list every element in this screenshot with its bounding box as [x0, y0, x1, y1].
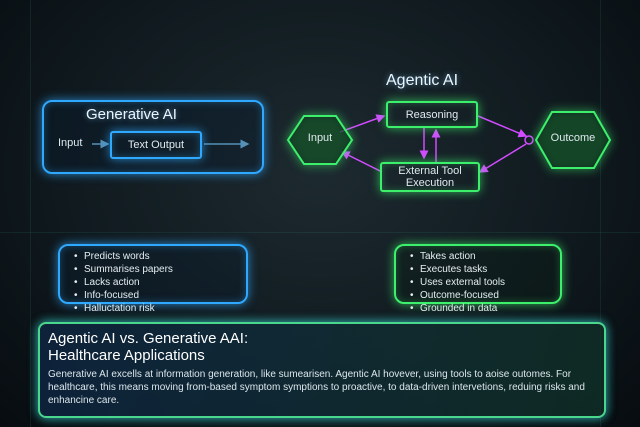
agentic-ai-title: Agentic AI: [386, 72, 459, 89]
background-line: [0, 232, 640, 233]
list-item: Predicts words: [74, 250, 238, 263]
generative-bullet-panel: Predicts words Summarises papers Lacks a…: [58, 244, 248, 315]
summary-heading-line1: Agentic AI vs. Generative AAI:: [48, 330, 249, 347]
agentic-outcome-label: Outcome: [550, 132, 596, 144]
agentic-outcome-hexagon: [534, 111, 612, 169]
summary-panel: Agentic AI vs. Generative AAI: Healthcar…: [38, 322, 606, 418]
agentic-bullet-panel: Takes action Executes tasks Uses externa…: [394, 244, 562, 315]
summary-heading: Agentic AI vs. Generative AAI: Healthcar…: [48, 330, 596, 364]
agentic-reasoning-box: Reasoning: [386, 101, 478, 128]
outcome-connector-dot: [524, 135, 534, 145]
gen-text-output-box: Text Output: [110, 131, 202, 159]
agentic-arrow-input-reasoning: [339, 114, 386, 133]
agentic-tool-box: External Tool Execution: [380, 162, 480, 192]
list-item: Executes tasks: [410, 263, 552, 276]
agentic-input-hexagon: [286, 115, 354, 165]
background-line: [30, 0, 31, 427]
list-item: Info-focused: [74, 289, 238, 302]
summary-heading-line2: Healthcare Applications: [48, 347, 205, 364]
list-item: Uses external tools: [410, 276, 552, 289]
generative-bullet-list: Predicts words Summarises papers Lacks a…: [68, 250, 238, 315]
gen-input-label: Input: [58, 137, 83, 149]
list-item: Summarises papers: [74, 263, 238, 276]
agentic-bullet-list: Takes action Executes tasks Uses externa…: [404, 250, 552, 315]
agentic-tool-label-2: Execution: [405, 177, 455, 189]
list-item: Grounded in data: [410, 302, 552, 315]
list-item: Halluctation risk: [74, 302, 238, 315]
generative-ai-panel: [42, 100, 264, 174]
agentic-input-label: Input: [307, 132, 333, 144]
agentic-tool-label-1: External Tool: [398, 165, 462, 177]
generative-ai-title: Generative AI: [86, 106, 177, 123]
list-item: Lacks action: [74, 276, 238, 289]
agentic-arrow-reasoning-outcome: [477, 115, 528, 138]
agentic-arrow-tool-input: [340, 151, 383, 173]
summary-body: Generative AI excells at information gen…: [48, 369, 585, 406]
list-item: Outcome-focused: [410, 289, 552, 302]
agentic-arrow-outcome-tool: [478, 143, 527, 173]
background-line: [600, 0, 601, 427]
list-item: Takes action: [410, 250, 552, 263]
